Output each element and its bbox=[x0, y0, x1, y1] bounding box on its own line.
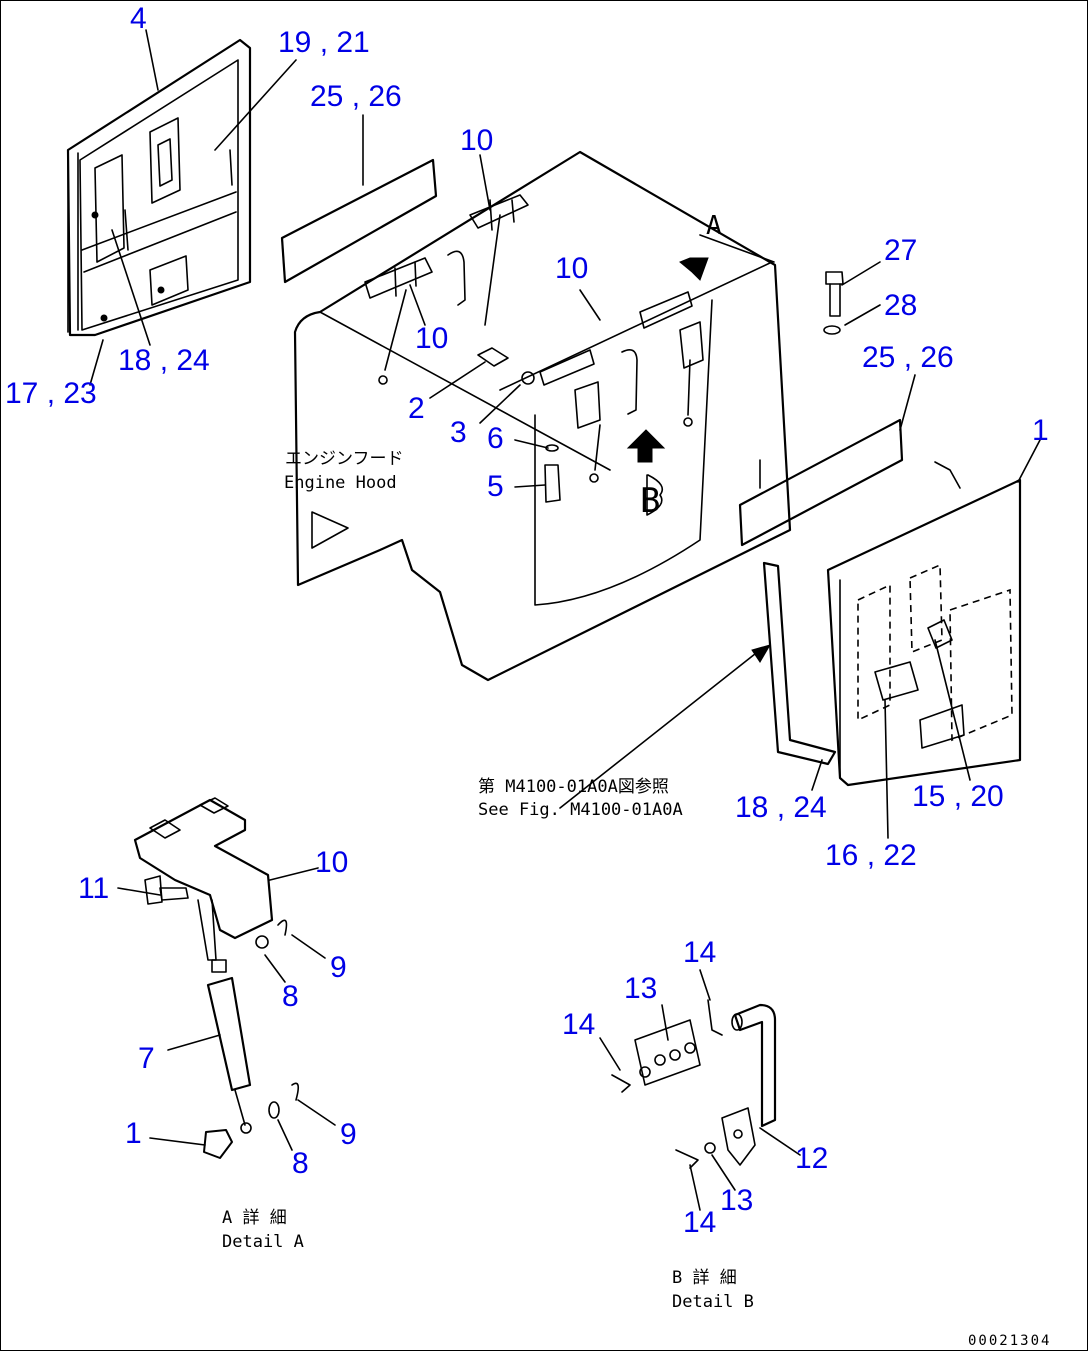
callout-13-upper: 13 bbox=[624, 972, 657, 1005]
view-label-b: B bbox=[640, 481, 660, 521]
callout-16-22: 16 , 22 bbox=[825, 839, 917, 872]
caption-detail-b-jp: B 詳 細 bbox=[672, 1268, 737, 1288]
callout-14-bottom: 14 bbox=[683, 1206, 716, 1239]
bolt-27 bbox=[823, 271, 844, 335]
callout-9-upper: 9 bbox=[330, 951, 347, 984]
engine-hood bbox=[293, 150, 792, 682]
callout-8-upper: 8 bbox=[282, 980, 299, 1013]
caption-see-fig-jp: 第 M4100-01A0A図参照 bbox=[478, 777, 669, 797]
captions: エンジンフード Engine Hood 第 M4100-01A0A図参照 See… bbox=[222, 211, 1051, 1349]
callout-2: 2 bbox=[408, 392, 425, 425]
callout-1-detail: 1 bbox=[125, 1117, 142, 1150]
callout-27: 27 bbox=[884, 234, 917, 267]
callout-5: 5 bbox=[487, 470, 504, 503]
callout-4: 4 bbox=[130, 2, 147, 35]
side-cover-left bbox=[66, 38, 252, 337]
callout-labels: 4 19 , 21 25 , 26 10 10 10 17 , 23 18 , … bbox=[5, 2, 1049, 1239]
drawing-code: 00021304 bbox=[968, 1333, 1051, 1349]
callout-12: 12 bbox=[795, 1142, 828, 1175]
callout-9-lower: 9 bbox=[340, 1118, 357, 1151]
detail-b-assembly bbox=[611, 999, 777, 1169]
callout-14-left: 14 bbox=[562, 1008, 595, 1041]
seal-strip-top bbox=[280, 158, 438, 284]
caption-hood-en: Engine Hood bbox=[284, 473, 397, 493]
caption-detail-a-jp: A 詳 細 bbox=[222, 1208, 287, 1228]
callout-28: 28 bbox=[884, 289, 917, 322]
caption-hood-jp: エンジンフード bbox=[285, 449, 404, 469]
caption-see-fig-en: See Fig. M4100-01A0A bbox=[478, 800, 683, 820]
callout-8-lower: 8 bbox=[292, 1147, 309, 1180]
caption-detail-b-en: Detail B bbox=[672, 1292, 754, 1312]
callout-7: 7 bbox=[138, 1042, 155, 1075]
callout-10-left: 10 bbox=[415, 322, 448, 355]
caption-detail-a-en: Detail A bbox=[222, 1232, 304, 1252]
callout-15-20: 15 , 20 bbox=[912, 780, 1004, 813]
view-label-a: A bbox=[706, 211, 722, 241]
callout-3: 3 bbox=[450, 416, 467, 449]
callout-10-top: 10 bbox=[460, 124, 493, 157]
callout-17-23: 17 , 23 bbox=[5, 377, 97, 410]
leader-lines bbox=[89, 29, 1041, 1211]
callout-25-26-right: 25 , 26 bbox=[862, 341, 954, 374]
callout-13-lower: 13 bbox=[720, 1184, 753, 1217]
side-cover-right bbox=[738, 418, 1022, 787]
callout-1-right: 1 bbox=[1032, 414, 1049, 447]
callout-19-21: 19 , 21 bbox=[278, 26, 370, 59]
detail-a-assembly bbox=[133, 797, 300, 1159]
callout-18-24-right: 18 , 24 bbox=[735, 791, 827, 824]
callout-25-26-top: 25 , 26 bbox=[310, 80, 402, 113]
callout-10-mid: 10 bbox=[555, 252, 588, 285]
callout-18-24-left: 18 , 24 bbox=[118, 344, 210, 377]
callout-11: 11 bbox=[78, 872, 109, 905]
callout-6: 6 bbox=[487, 422, 504, 455]
callout-10-detail: 10 bbox=[315, 846, 348, 879]
callout-14-top: 14 bbox=[683, 936, 716, 969]
